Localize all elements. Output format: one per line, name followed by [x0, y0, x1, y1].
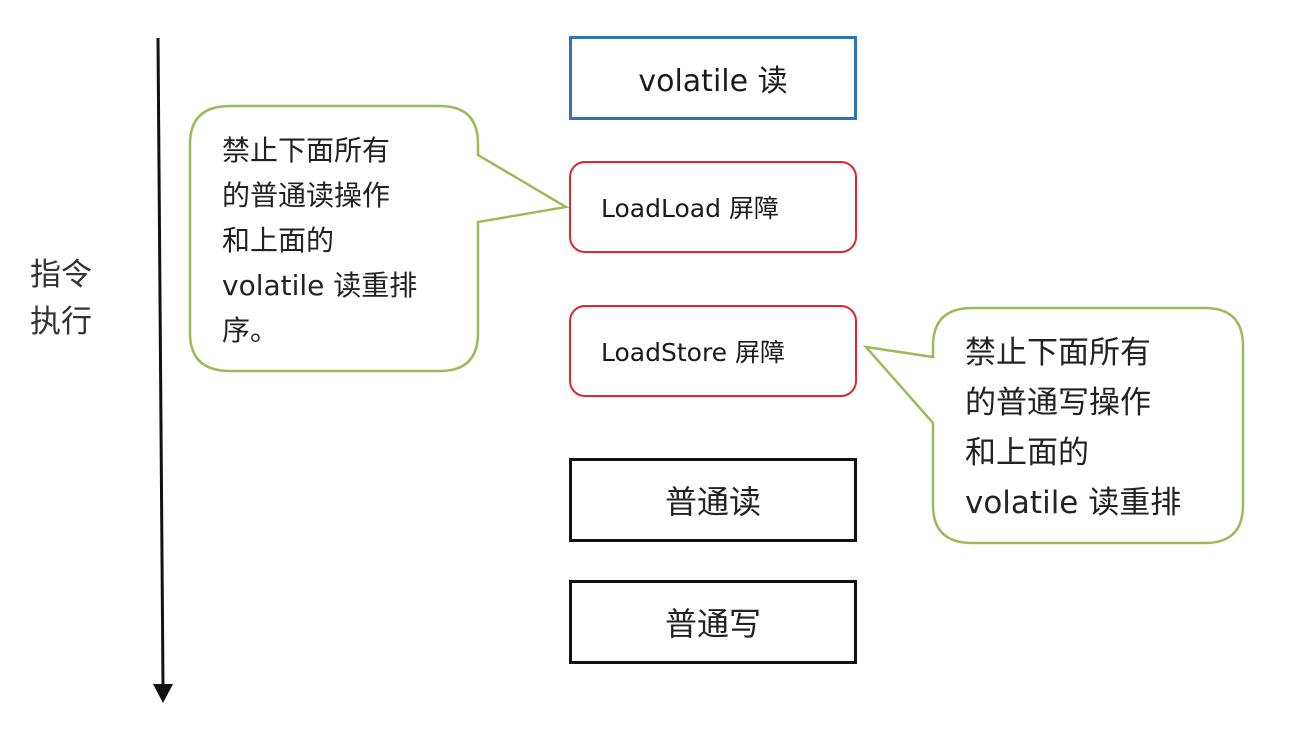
- loadload-callout-text: 禁止下面所有 的普通读操作 和上面的 volatile 读重排 序。: [222, 128, 417, 353]
- loadload-callout-line-5: 序。: [222, 314, 279, 347]
- plain-write-label: 普通写: [664, 605, 761, 643]
- execution-arrow-head: [153, 684, 173, 703]
- execution-arrow-line: [156, 37, 165, 687]
- loadload-callout-line-2: 的普通读操作: [222, 179, 391, 212]
- loadload-callout-line-1: 禁止下面所有: [222, 134, 391, 167]
- plain-read-label: 普通读: [664, 483, 761, 521]
- plain-read-box: 普通读: [569, 458, 857, 542]
- loadstore-callout-bubble: [862, 306, 1245, 545]
- volatile-read-label: volatile 读: [638, 64, 788, 99]
- loadstore-callout-text: 禁止下面所有 的普通写操作 和上面的 volatile 读重排: [965, 328, 1181, 528]
- loadload-barrier-box: LoadLoad 屏障: [569, 161, 857, 253]
- axis-label-line-1: 指令: [30, 257, 92, 293]
- loadstore-barrier-label: LoadStore 屏障: [601, 338, 785, 367]
- instruction-execution-label: 指令 执行: [30, 252, 110, 346]
- loadload-callout-bubble: [188, 104, 570, 373]
- loadstore-callout-line-1: 禁止下面所有: [965, 335, 1151, 371]
- plain-write-box: 普通写: [569, 580, 857, 664]
- loadstore-callout-line-4: volatile 读重排: [965, 485, 1182, 521]
- loadstore-callout-line-2: 的普通写操作: [965, 385, 1151, 421]
- volatile-read-box: volatile 读: [569, 36, 857, 120]
- axis-label-line-2: 执行: [30, 304, 92, 340]
- loadload-callout-line-3: 和上面的: [222, 224, 335, 257]
- loadstore-barrier-box: LoadStore 屏障: [569, 305, 857, 397]
- loadstore-callout-line-3: 和上面的: [965, 435, 1089, 471]
- loadload-callout-line-4: volatile 读重排: [222, 269, 418, 302]
- loadload-barrier-label: LoadLoad 屏障: [601, 194, 779, 223]
